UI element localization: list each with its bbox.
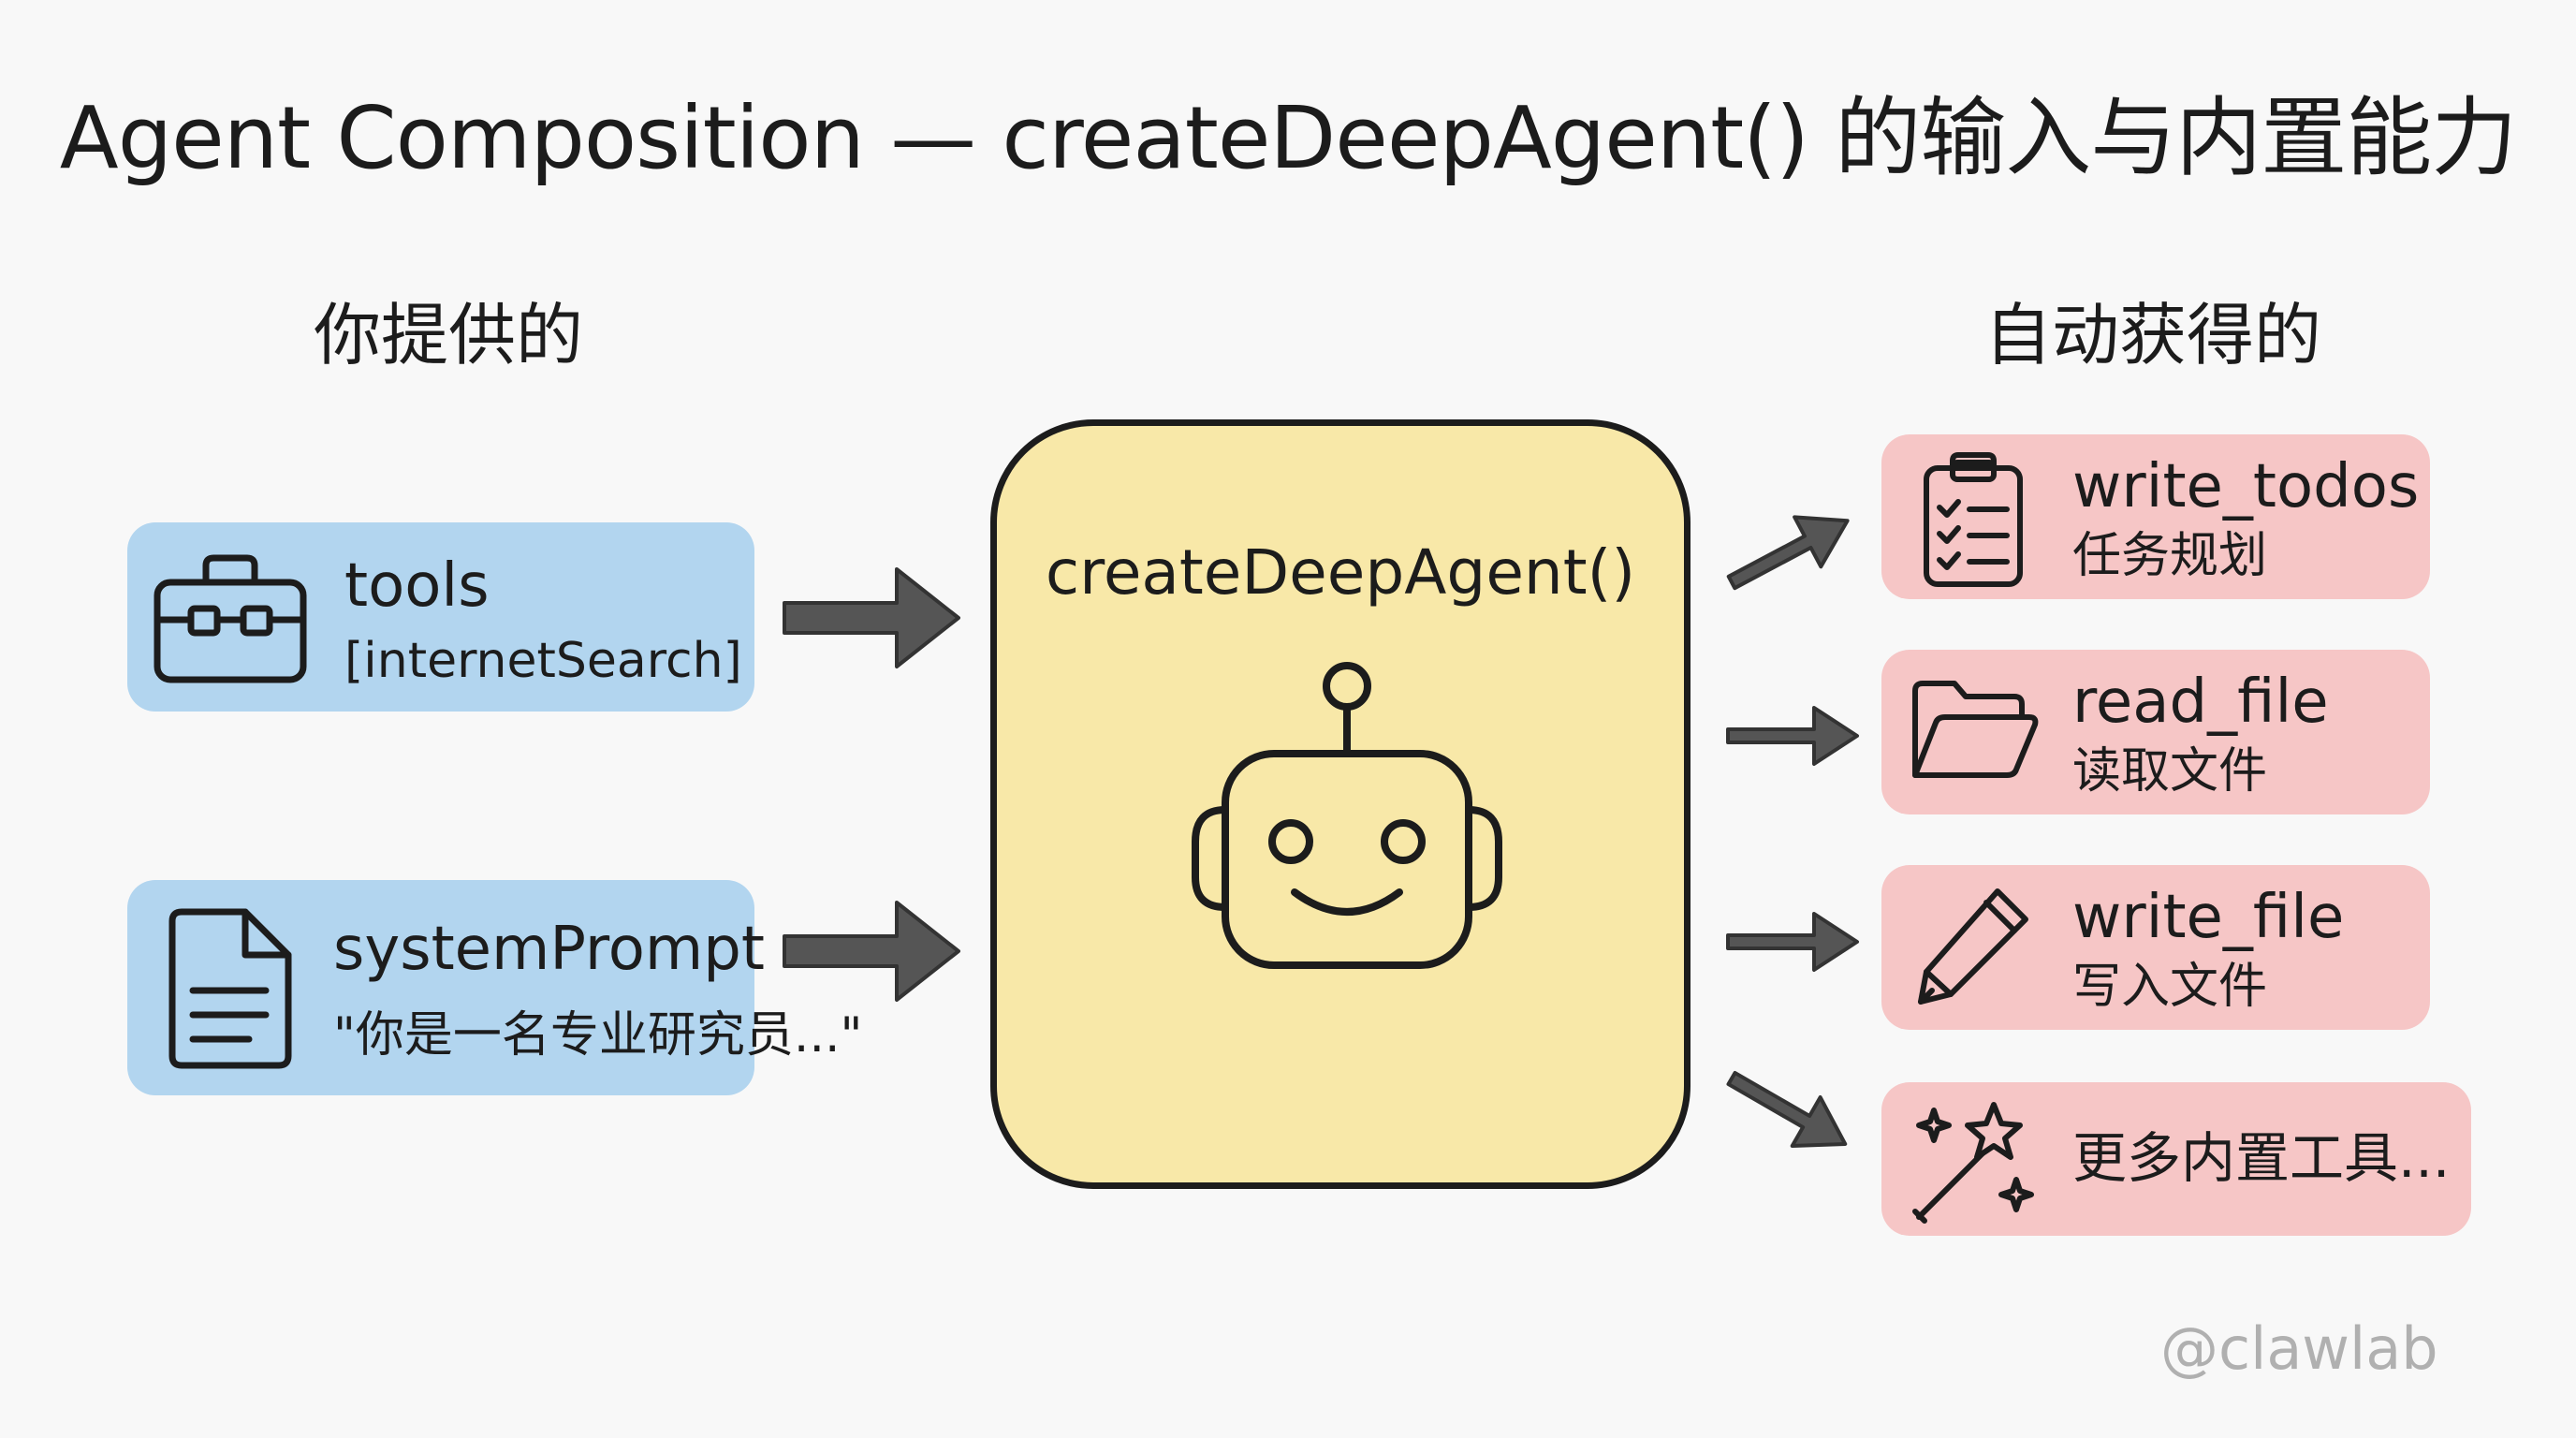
read-file-label: read_file <box>2072 668 2329 737</box>
arrow-center-to-write-file <box>1726 912 1859 972</box>
robot-icon <box>1190 658 1504 975</box>
system-prompt-sublabel: "你是一名专业研究员..." <box>333 1007 863 1064</box>
write-todos-sublabel: 任务规划 <box>2072 528 2268 584</box>
write-file-sublabel: 写入文件 <box>2072 959 2268 1015</box>
folder-icon <box>1910 676 2041 785</box>
pencil-icon <box>1908 882 2035 1013</box>
clipboard-checklist-icon <box>1921 449 2026 590</box>
write-todos-label: write_todos <box>2072 452 2420 521</box>
tools-label: tools <box>344 551 490 621</box>
tools-sublabel: [internetSearch] <box>344 633 742 689</box>
system-prompt-label: systemPrompt <box>333 915 765 984</box>
document-icon <box>165 904 296 1073</box>
arrow-center-to-more-tools <box>1726 1070 1848 1148</box>
create-deep-agent-box: createDeepAgent() <box>990 419 1690 1189</box>
arrow-center-to-read-file <box>1726 706 1859 766</box>
more-tools-label: 更多内置工具... <box>2072 1126 2451 1190</box>
diagram-title: Agent Composition — createDeepAgent() 的输… <box>59 88 2517 188</box>
create-deep-agent-label: createDeepAgent() <box>1045 536 1636 609</box>
watermark: @clawlab <box>2160 1314 2438 1383</box>
arrow-tools-to-center <box>783 567 960 668</box>
arrow-center-to-write-todos <box>1726 515 1850 591</box>
write-file-output-box <box>1881 865 2430 1030</box>
read-file-sublabel: 读取文件 <box>2072 743 2268 800</box>
right-section-heading: 自动获得的 <box>1984 296 2322 374</box>
write-file-label: write_file <box>2072 883 2345 952</box>
arrow-system-prompt-to-center <box>783 901 960 1002</box>
toolbox-icon <box>150 550 311 689</box>
magic-wand-icon <box>1910 1097 2039 1226</box>
left-section-heading: 你提供的 <box>314 296 584 374</box>
read-file-output-box <box>1881 650 2430 814</box>
